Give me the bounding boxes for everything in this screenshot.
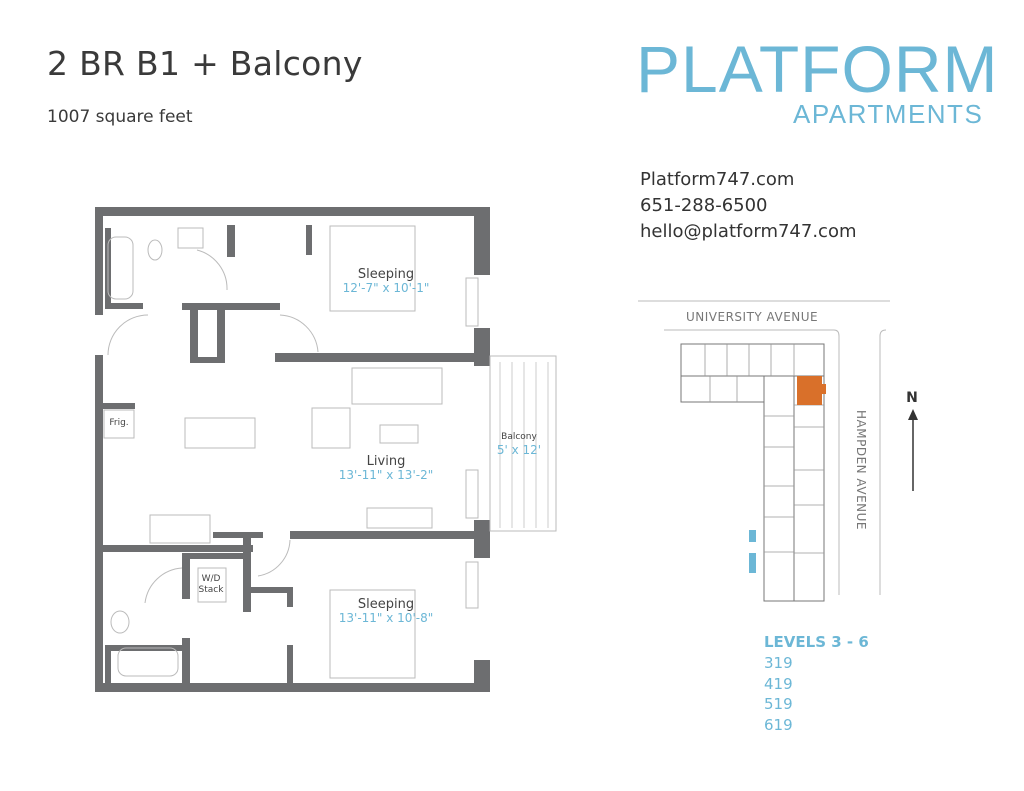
room-dims-sleeping-1: 12'-7" x 10'-1" — [343, 281, 430, 295]
website-link[interactable]: Platform747.com — [640, 169, 795, 190]
unit-number: 619 — [764, 716, 793, 734]
room-label-sleeping-1: Sleeping — [358, 267, 414, 282]
street-hampden: HAMPDEN AVENUE — [854, 410, 868, 530]
unit-number: 519 — [764, 695, 793, 713]
north-arrow-icon — [908, 409, 918, 491]
room-label-sleeping-2: Sleeping — [358, 597, 414, 612]
unit-number: 419 — [764, 675, 793, 693]
walls — [95, 207, 490, 692]
levels-label: LEVELS 3 - 6 — [764, 633, 869, 651]
square-footage: 1007 square feet — [47, 107, 193, 127]
wd-label-1: W/D — [202, 574, 221, 584]
logo-apartments: APARTMENTS — [793, 99, 984, 129]
street-university: UNIVERSITY AVENUE — [686, 310, 818, 324]
email-link[interactable]: hello@platform747.com — [640, 221, 857, 242]
room-dims-sleeping-2: 13'-11" x 10'-8" — [339, 611, 433, 625]
logo-platform: PLATFORM — [636, 32, 999, 106]
wd-label-2: Stack — [199, 585, 225, 595]
fridge-label: Frig. — [109, 418, 128, 428]
room-dims-balcony: 5' x 12' — [497, 443, 541, 457]
fixtures — [103, 225, 557, 679]
site-map: UNIVERSITY AVENUE HAMPDEN AVENUE N — [638, 300, 918, 602]
phone-number[interactable]: 651-288-6500 — [640, 195, 768, 216]
room-label-living: Living — [367, 454, 406, 469]
room-dims-living: 13'-11" x 13'-2" — [339, 468, 433, 482]
unit-number: 319 — [764, 654, 793, 672]
plan-title: 2 BR B1 + Balcony — [47, 44, 363, 83]
room-label-balcony: Balcony — [501, 432, 537, 442]
balcony-slats — [499, 362, 549, 528]
north-label: N — [906, 390, 918, 406]
unit-highlight — [797, 376, 822, 405]
